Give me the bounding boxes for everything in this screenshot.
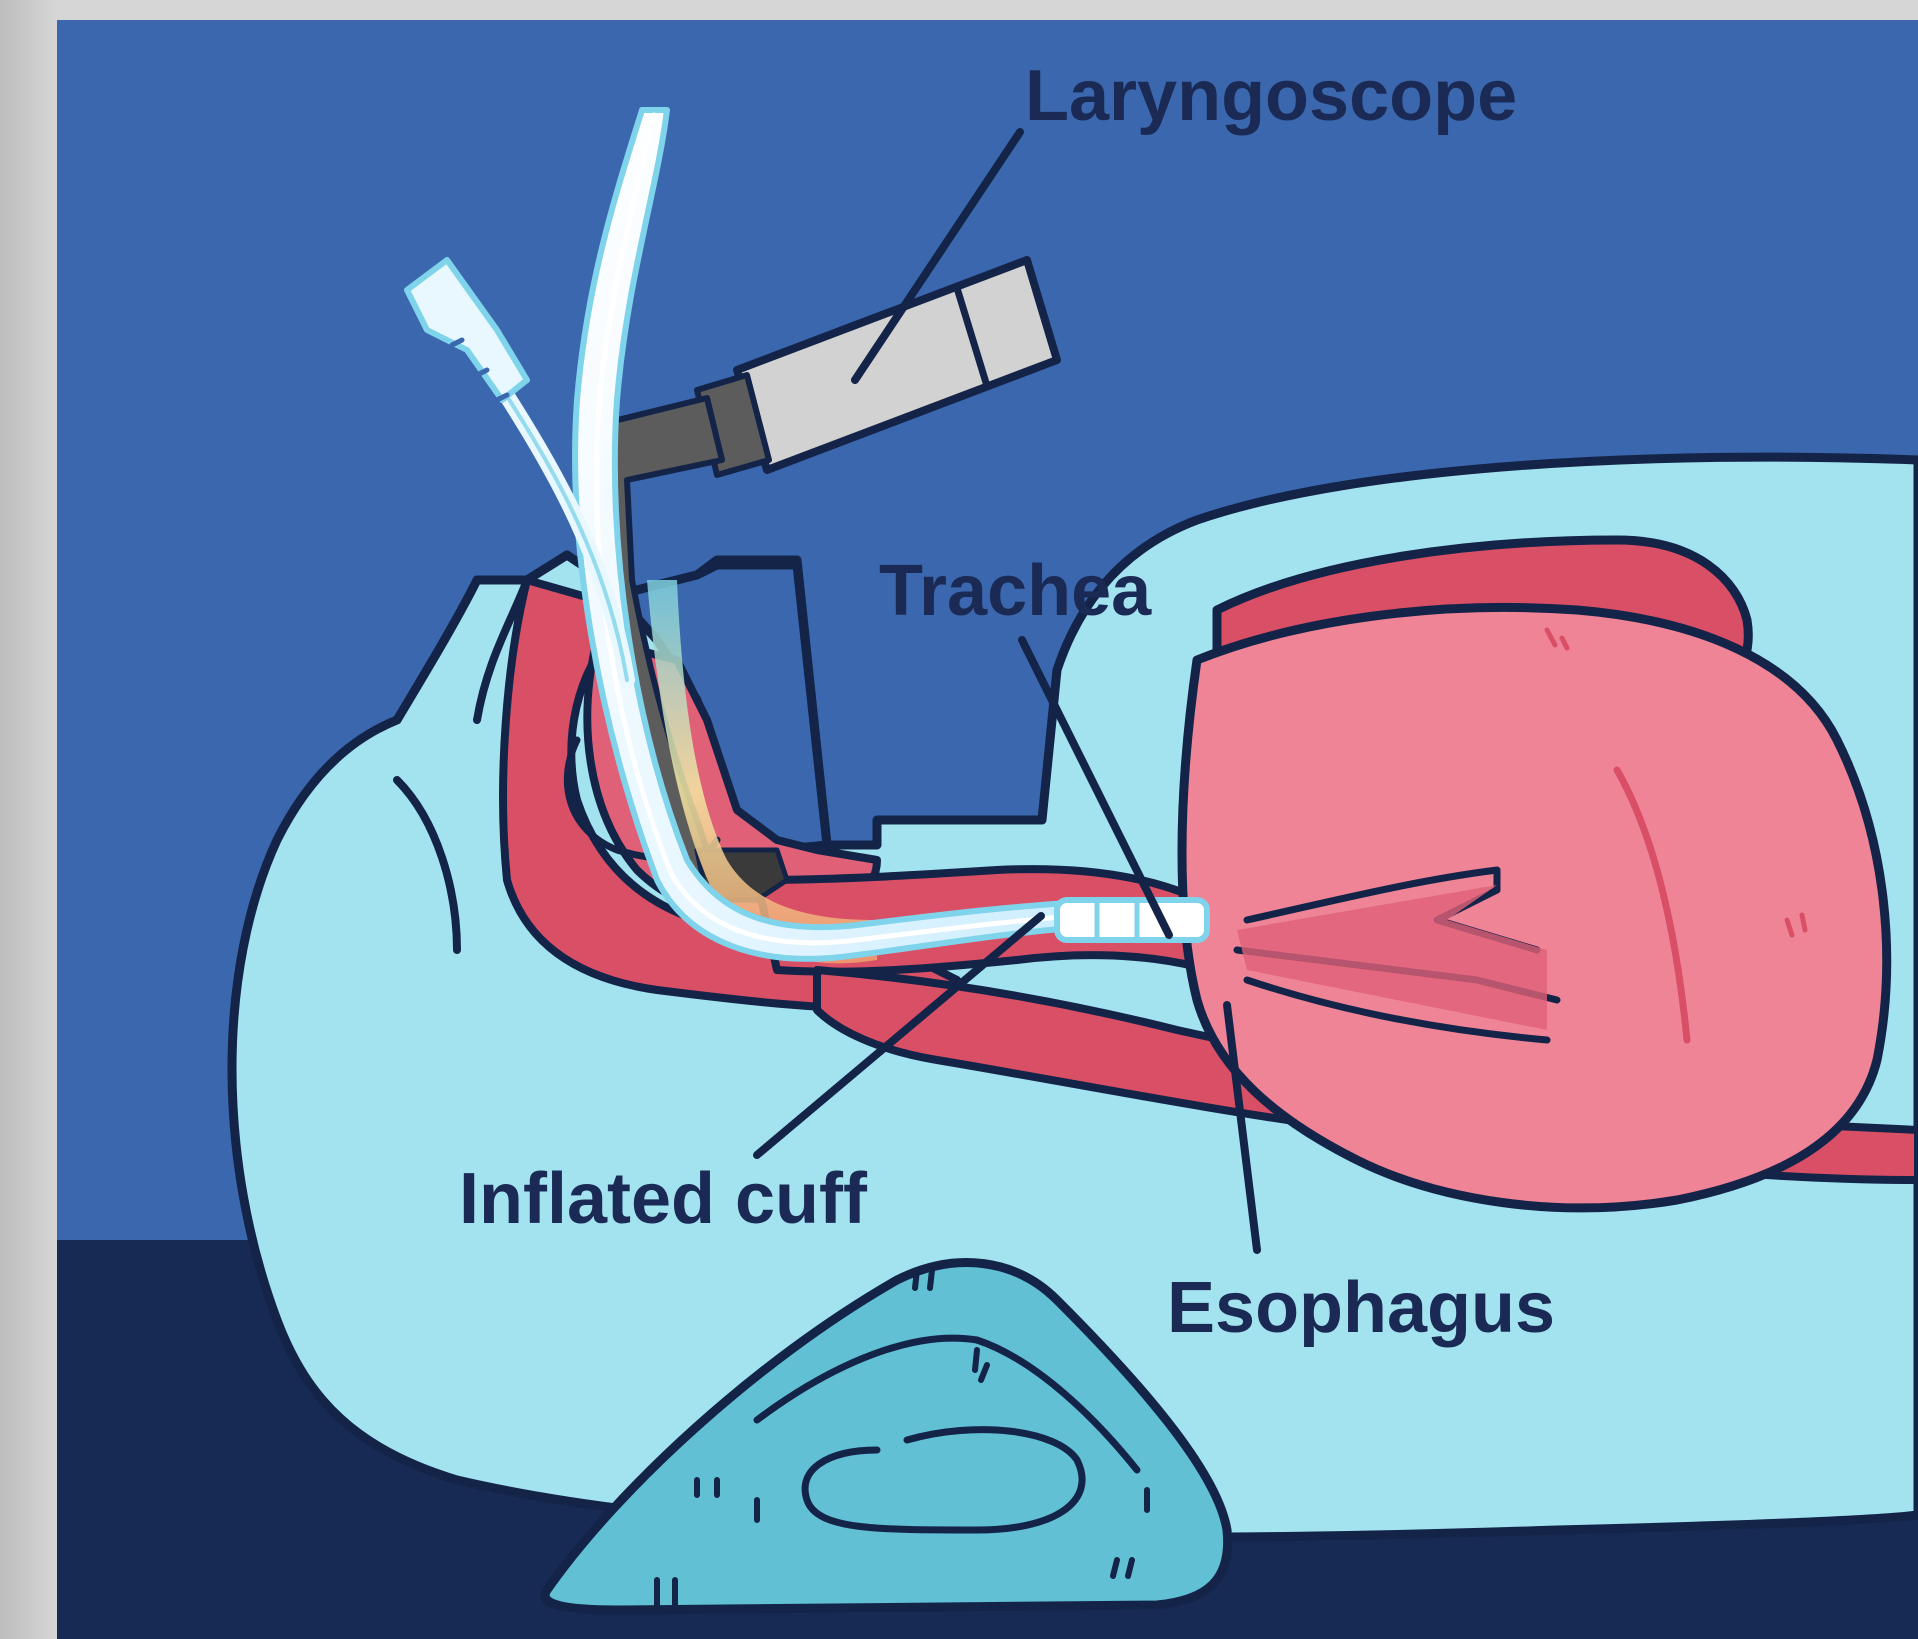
label-inflated-cuff: Inflated cuff [459, 1159, 868, 1239]
intubation-diagram: Laryngoscope Trachea Inflated cuff Esoph… [57, 20, 1918, 1639]
inflated-cuff [1057, 900, 1207, 940]
label-esophagus: Esophagus [1167, 1268, 1555, 1348]
label-laryngoscope: Laryngoscope [1025, 56, 1517, 136]
diagram-canvas: Laryngoscope Trachea Inflated cuff Esoph… [57, 20, 1918, 1639]
label-trachea: Trachea [879, 551, 1152, 631]
